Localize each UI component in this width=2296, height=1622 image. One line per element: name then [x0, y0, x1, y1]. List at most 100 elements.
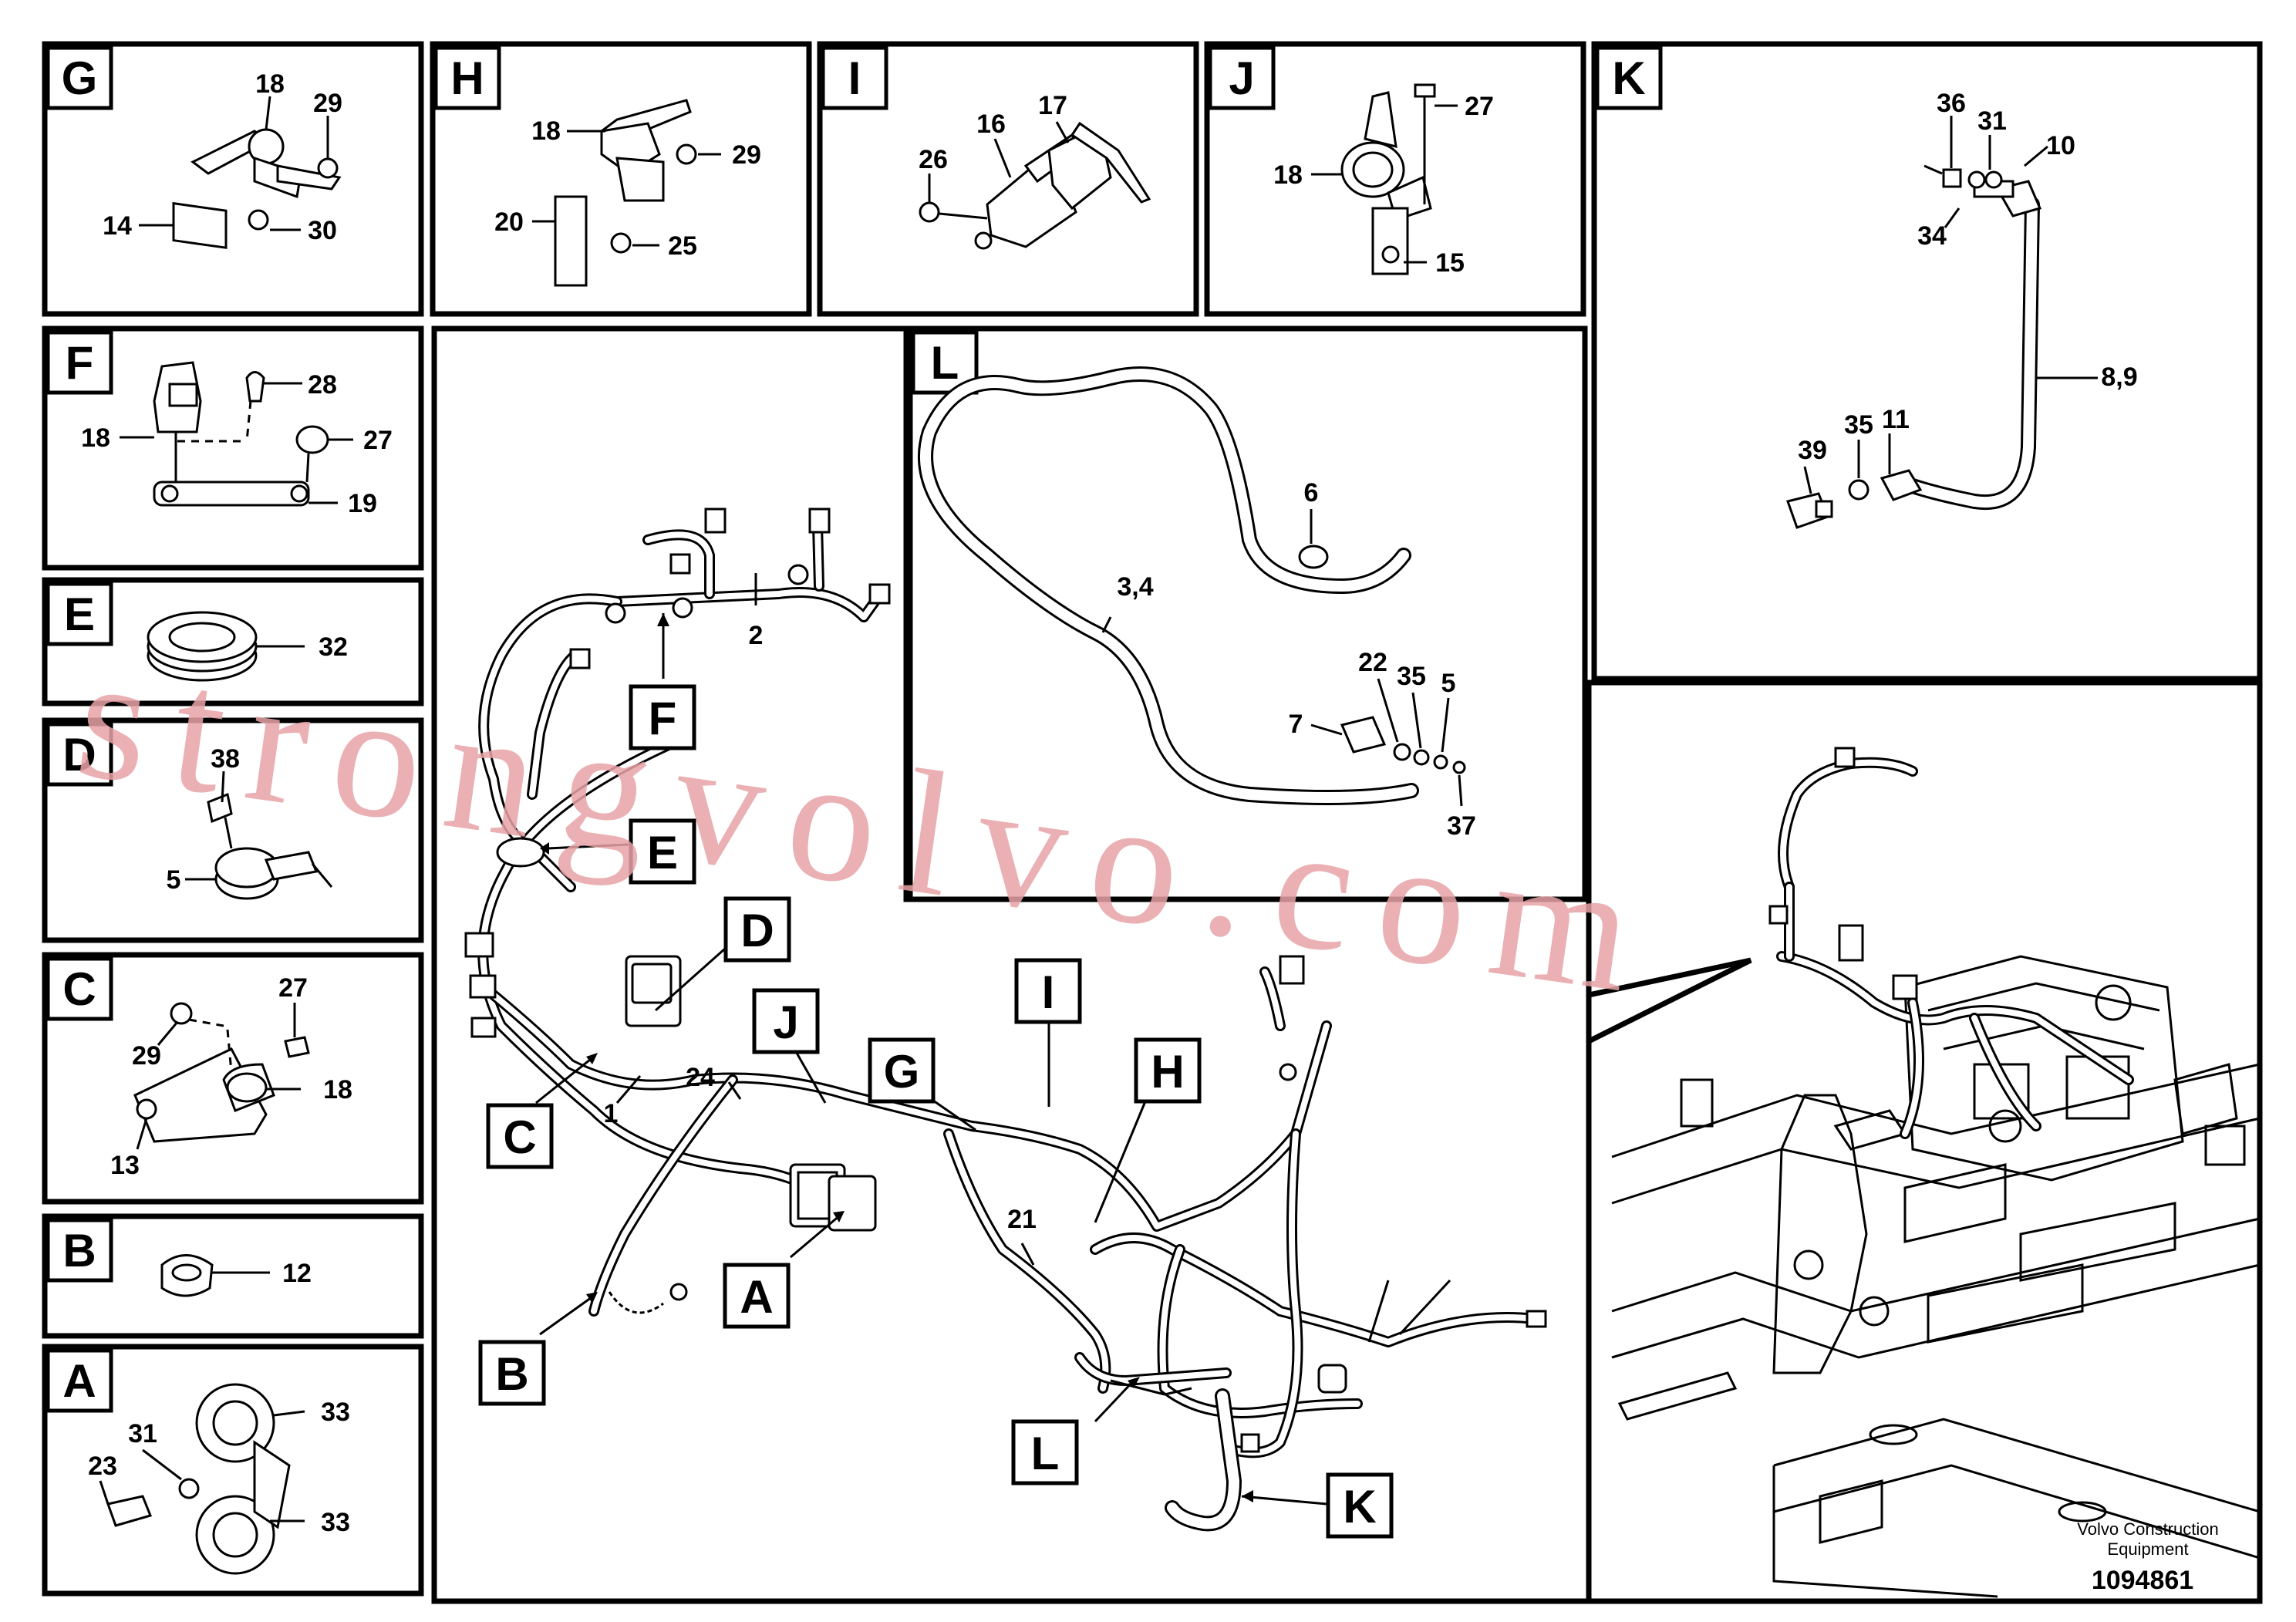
svg-text:I: I [848, 52, 861, 104]
svg-text:27: 27 [363, 426, 393, 455]
detail-k: 36 31 10 34 8,9 39 35 11 [1786, 89, 2138, 529]
svg-text:8,9: 8,9 [2101, 363, 2137, 392]
svg-text:30: 30 [308, 216, 337, 245]
brand-line-1: Volvo Construction [2077, 1519, 2218, 1539]
svg-text:K: K [1612, 52, 1645, 104]
svg-text:38: 38 [211, 744, 240, 774]
svg-text:16: 16 [976, 110, 1006, 139]
svg-text:H: H [1151, 1046, 1184, 1098]
svg-text:2: 2 [749, 621, 764, 650]
detail-j: 27 18 15 [1273, 83, 1494, 278]
svg-text:27: 27 [1465, 92, 1494, 121]
svg-text:12: 12 [282, 1259, 312, 1288]
svg-text:B: B [62, 1225, 96, 1276]
detail-a: 33 31 23 33 [88, 1383, 350, 1575]
svg-text:21: 21 [1007, 1205, 1037, 1234]
svg-text:A: A [740, 1271, 773, 1323]
svg-text:J: J [773, 996, 798, 1048]
main-harness: 2 24 1 21 [464, 508, 1547, 1532]
svg-text:D: D [62, 729, 96, 781]
detail-d: 38 5 [167, 744, 333, 900]
section-tag-d: D [46, 722, 113, 787]
brand-line-2: Equipment [2107, 1539, 2188, 1559]
svg-text:18: 18 [531, 116, 561, 146]
svg-text:L: L [1031, 1428, 1060, 1479]
svg-text:15: 15 [1435, 248, 1465, 278]
svg-text:18: 18 [255, 69, 285, 99]
detail-e: 32 [147, 611, 348, 682]
svg-text:F: F [649, 693, 677, 744]
svg-text:23: 23 [88, 1452, 117, 1481]
svg-text:32: 32 [319, 632, 348, 662]
svg-text:F: F [66, 337, 94, 389]
svg-text:25: 25 [668, 231, 697, 261]
svg-text:E: E [647, 827, 678, 878]
svg-text:5: 5 [1441, 669, 1456, 698]
section-tag-g: G [46, 46, 113, 110]
svg-text:11: 11 [1882, 405, 1910, 434]
svg-text:31: 31 [1977, 106, 2007, 136]
panel-frames [42, 41, 2263, 1604]
detail-g: 18 29 14 30 [103, 69, 342, 249]
svg-text:24: 24 [686, 1063, 715, 1092]
watermark: strongvolvo.com [67, 616, 1670, 1033]
svg-text:H: H [450, 52, 484, 104]
svg-text:27: 27 [278, 973, 308, 1003]
svg-text:18: 18 [81, 423, 110, 453]
machine-overview [1611, 747, 2261, 1598]
svg-text:22: 22 [1358, 648, 1387, 677]
svg-text:35: 35 [1844, 410, 1873, 440]
svg-text:17: 17 [1038, 91, 1067, 120]
svg-text:7: 7 [1289, 710, 1303, 739]
svg-text:37: 37 [1447, 811, 1476, 841]
svg-text:26: 26 [919, 145, 948, 174]
svg-text:C: C [503, 1111, 536, 1163]
svg-text:31: 31 [128, 1419, 157, 1448]
svg-text:E: E [64, 588, 95, 640]
section-tag-f: F [46, 330, 113, 395]
svg-text:29: 29 [313, 89, 342, 118]
svg-text:18: 18 [323, 1075, 352, 1104]
svg-text:I: I [1042, 966, 1055, 1018]
svg-text:28: 28 [308, 370, 337, 400]
brand-block: Volvo Construction Equipment 1094861 [2077, 1519, 2218, 1595]
svg-text:29: 29 [732, 140, 761, 170]
detail-l: 6 3,4 22 35 5 7 37 [918, 366, 1476, 841]
svg-text:G: G [884, 1046, 920, 1098]
svg-text:18: 18 [1273, 160, 1303, 190]
svg-text:36: 36 [1937, 89, 1966, 118]
section-tag-b: B [46, 1218, 113, 1283]
svg-text:5: 5 [167, 865, 181, 895]
svg-text:D: D [740, 905, 774, 956]
drawing-number: 1094861 [2092, 1566, 2193, 1595]
svg-text:L: L [931, 337, 959, 389]
svg-text:G: G [62, 52, 98, 104]
section-tag-i: I [821, 46, 888, 110]
svg-text:A: A [62, 1355, 96, 1407]
svg-text:34: 34 [1917, 221, 1947, 251]
main-callouts: F E D C J G I H A B L K [478, 613, 1394, 1539]
svg-text:K: K [1343, 1481, 1376, 1533]
svg-text:19: 19 [348, 489, 377, 518]
detail-h: 18 29 20 25 [494, 99, 761, 287]
detail-b: 12 [160, 1254, 312, 1297]
detail-i: 26 16 17 [919, 91, 1151, 250]
section-tags: G H I J K F E D C B A L [46, 46, 1663, 1413]
detail-f: 28 18 27 19 [81, 361, 393, 518]
svg-text:C: C [62, 963, 96, 1015]
svg-text:13: 13 [110, 1151, 140, 1180]
svg-text:3,4: 3,4 [1117, 572, 1153, 602]
section-tag-j: J [1208, 46, 1276, 110]
section-tag-e: E [46, 582, 113, 646]
svg-text:33: 33 [321, 1508, 350, 1537]
svg-text:39: 39 [1798, 436, 1827, 465]
svg-text:20: 20 [494, 207, 524, 237]
svg-text:14: 14 [103, 211, 132, 241]
svg-text:J: J [1229, 52, 1254, 104]
svg-text:33: 33 [321, 1398, 350, 1427]
svg-text:6: 6 [1304, 478, 1319, 508]
svg-text:1: 1 [604, 1099, 619, 1128]
svg-text:10: 10 [2046, 131, 2075, 160]
section-tag-c: C [46, 956, 113, 1021]
